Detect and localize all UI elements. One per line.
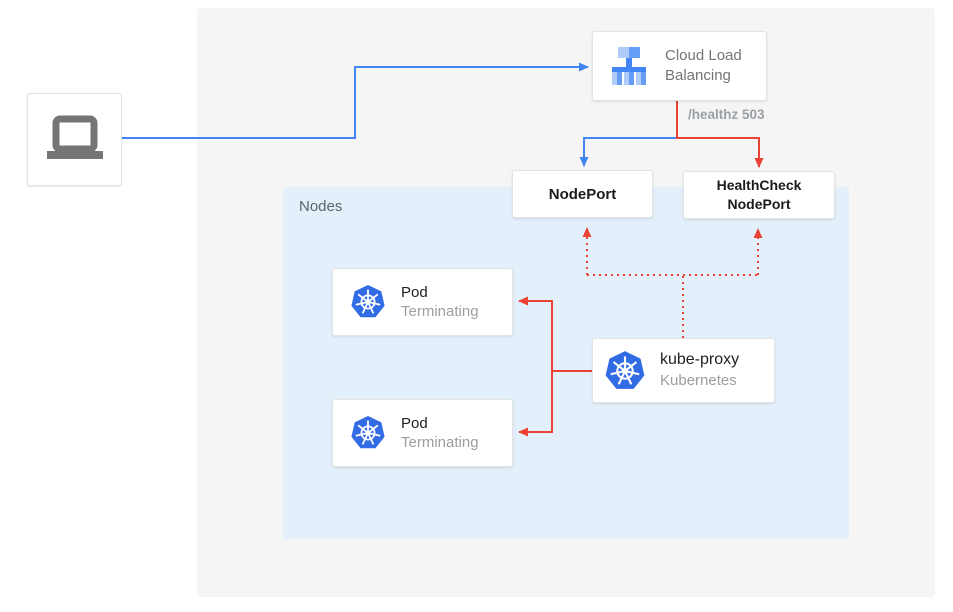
pod-1-node: Pod Terminating — [332, 268, 513, 336]
pod-1-status: Terminating — [401, 303, 479, 320]
pod-2-status: Terminating — [401, 434, 479, 451]
cloud-load-balancing-node: Cloud Load Balancing — [592, 31, 767, 101]
pod-1-labels: Pod Terminating — [401, 283, 479, 322]
healthcheck-nodeport-node: HealthCheck NodePort — [683, 171, 835, 219]
kube-proxy-labels: kube-proxy Kubernetes — [660, 350, 739, 390]
nodes-group-label: Nodes — [299, 198, 343, 215]
pod-2-labels: Pod Terminating — [401, 414, 479, 453]
nodeport-node: NodePort — [512, 170, 653, 218]
kubernetes-icon — [350, 284, 386, 320]
kube-proxy-label: kube-proxy — [660, 351, 740, 369]
client-node — [27, 93, 122, 186]
laptop-icon — [44, 114, 106, 166]
kube-proxy-sublabel: Kubernetes — [660, 372, 737, 390]
kubernetes-icon — [604, 350, 646, 392]
pod-2-node: Pod Terminating — [332, 399, 513, 467]
nodeport-label: NodePort — [548, 185, 617, 203]
healthcheck-nodeport-label: HealthCheck NodePort — [716, 177, 802, 212]
healthz-503-label: /healthz 503 — [688, 107, 765, 122]
cloud-load-balancing-label: Cloud Load Balancing — [665, 46, 742, 84]
kubernetes-icon — [350, 415, 386, 451]
cloud-load-balancing-icon — [605, 42, 653, 90]
kube-proxy-node: kube-proxy Kubernetes — [592, 338, 775, 403]
pod-1-label: Pod — [401, 283, 428, 301]
pod-2-label: Pod — [401, 414, 428, 432]
